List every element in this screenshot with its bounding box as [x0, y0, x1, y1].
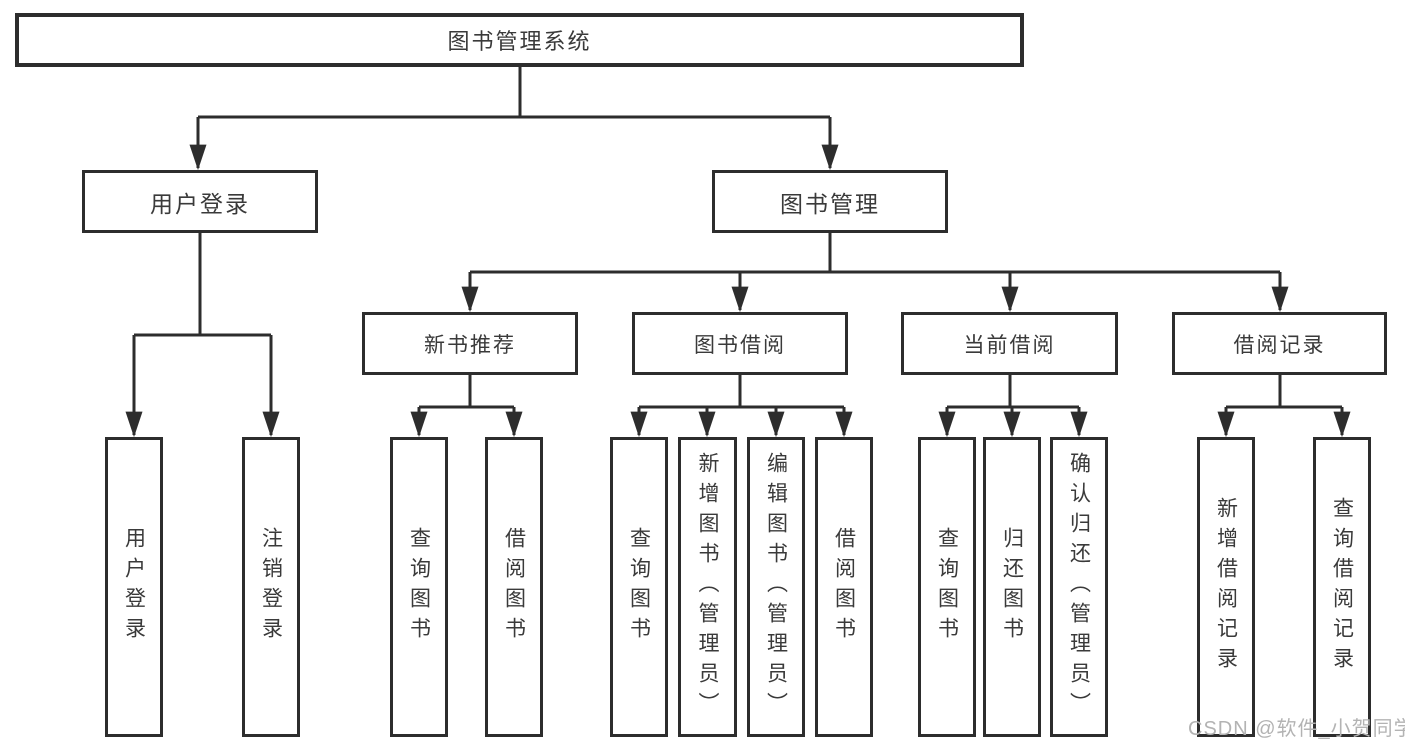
node-book-borrow: 图书借阅	[632, 312, 848, 375]
node-label: 新增图书（管理员）	[696, 452, 720, 722]
node-label: 图书管理	[780, 190, 880, 217]
node-label: 编辑图书（管理员）	[764, 452, 788, 722]
node-new-book-recommend: 新书推荐	[362, 312, 578, 375]
leaf-query-books-current: 查询图书	[918, 437, 976, 737]
leaf-query-borrow-record: 查询借阅记录	[1313, 437, 1371, 737]
leaf-logout: 注销登录	[242, 437, 300, 737]
leaf-return-book: 归还图书	[983, 437, 1041, 737]
node-label: 确认归还（管理员）	[1067, 452, 1091, 722]
node-label: 新增借阅记录	[1214, 497, 1238, 677]
leaf-edit-book-admin: 编辑图书（管理员）	[747, 437, 805, 737]
node-label: 借阅图书	[832, 527, 856, 647]
node-label: 用户登录	[150, 190, 250, 217]
leaf-add-book-admin: 新增图书（管理员）	[678, 437, 737, 737]
connector-root	[189, 66, 839, 171]
node-current-borrow: 当前借阅	[901, 312, 1118, 375]
node-label: 当前借阅	[963, 333, 1056, 357]
node-label: 借阅图书	[502, 527, 526, 647]
leaf-borrow-books-recommend: 借阅图书	[485, 437, 543, 737]
connector-borrow-records	[1217, 375, 1351, 438]
node-label: 新书推荐	[424, 333, 516, 357]
node-label: 图书借阅	[694, 333, 786, 357]
connector-new-book-recommend	[410, 375, 523, 438]
leaf-query-books-recommend: 查询图书	[390, 437, 448, 737]
connector-book-borrow	[630, 375, 853, 438]
connector-current-borrow	[938, 375, 1088, 438]
node-label: 图书管理系统	[447, 29, 592, 54]
node-book-management: 图书管理	[712, 170, 948, 233]
leaf-query-books-borrow: 查询图书	[610, 437, 668, 737]
node-label: 归还图书	[1000, 527, 1024, 647]
csdn-watermark: CSDN @软件_小贺同学	[1188, 718, 1405, 740]
leaf-user-login: 用户登录	[105, 437, 163, 737]
node-label: 查询图书	[935, 527, 959, 647]
node-label: 注销登录	[259, 527, 283, 647]
node-label: 用户登录	[122, 527, 146, 647]
node-borrow-records: 借阅记录	[1172, 312, 1387, 375]
node-label: 借阅记录	[1233, 333, 1326, 357]
leaf-add-borrow-record: 新增借阅记录	[1197, 437, 1255, 737]
node-label: 查询图书	[407, 527, 431, 647]
node-library-system: 图书管理系统	[15, 13, 1024, 67]
node-user-login: 用户登录	[82, 170, 318, 233]
connector-book-management	[461, 233, 1289, 313]
node-label: 查询借阅记录	[1330, 497, 1354, 677]
connector-user-login	[125, 233, 280, 438]
leaf-borrow-books: 借阅图书	[815, 437, 873, 737]
leaf-confirm-return-admin: 确认归还（管理员）	[1050, 437, 1108, 737]
node-label: 查询图书	[627, 527, 651, 647]
